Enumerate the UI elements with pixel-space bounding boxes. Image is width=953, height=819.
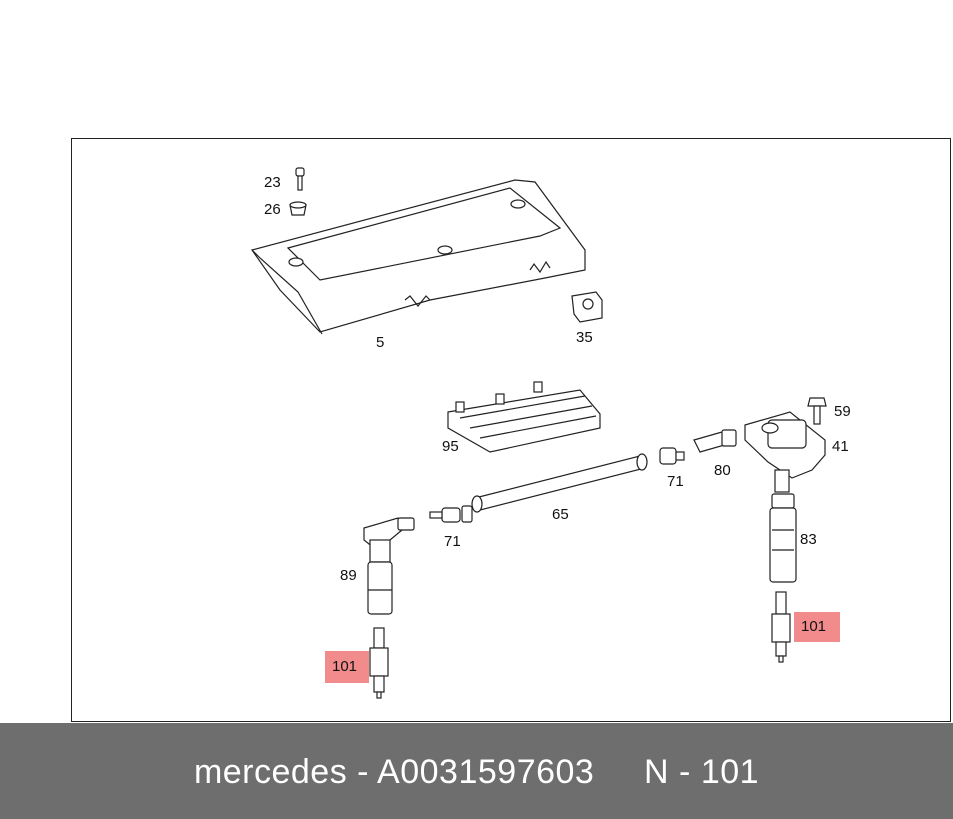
engine-cover-drawing [251, 179, 586, 335]
label-part-83: 83 [800, 531, 817, 548]
plug-connector-89-drawing [363, 517, 415, 615]
clip-35-drawing [571, 291, 603, 323]
label-part-95: 95 [442, 438, 459, 455]
part-number-caption: mercedes - A0031597603 N - 101 [193, 753, 760, 791]
parts-diagram: 23 26 5 35 59 95 41 71 80 65 71 83 89 [251, 167, 851, 699]
label-part-65: 65 [552, 506, 569, 523]
label-part-101-left: 101 [332, 658, 358, 675]
ignition-lead-65-drawing [471, 453, 648, 513]
label-part-71-upper: 71 [667, 473, 684, 490]
connector-71-upper-drawing [659, 447, 685, 465]
connector-71-lower-drawing [429, 505, 473, 523]
label-part-71-lower: 71 [444, 533, 461, 550]
ignition-coil-41-drawing [744, 411, 826, 493]
plug-connector-83-drawing [769, 493, 797, 583]
bolt-59-drawing [807, 397, 827, 425]
label-part-89: 89 [340, 567, 357, 584]
label-part-80: 80 [714, 462, 731, 479]
spark-plug-left-drawing [369, 627, 389, 699]
grommet-26-drawing [289, 201, 307, 216]
label-part-35: 35 [576, 329, 593, 346]
footer-bar: mercedes - A0031597603 N - 101 [0, 723, 953, 819]
label-part-23: 23 [264, 174, 281, 191]
bracket-95-drawing [447, 381, 601, 453]
bolt-23-drawing [295, 167, 305, 191]
highlight-box-left [325, 651, 369, 683]
connector-80-drawing [693, 429, 737, 453]
label-part-41: 41 [832, 438, 849, 455]
label-part-59: 59 [834, 403, 851, 420]
label-part-26: 26 [264, 201, 281, 218]
spark-plug-right-drawing [771, 591, 791, 663]
label-part-101-right: 101 [801, 618, 827, 635]
highlight-box-right [794, 612, 840, 642]
label-part-5: 5 [376, 334, 384, 351]
